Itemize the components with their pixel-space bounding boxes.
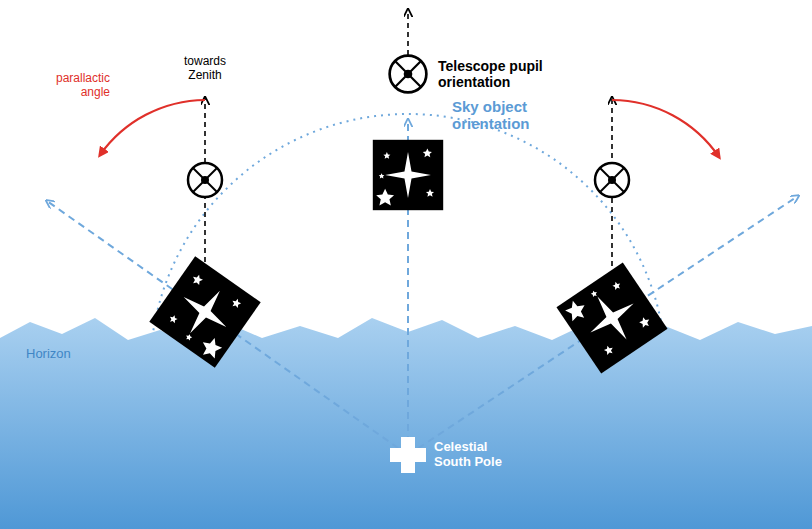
- sky-orientation-lines: [47, 120, 798, 455]
- sky-object: [149, 256, 260, 367]
- horizon-label: Horizon: [26, 347, 116, 362]
- parallactic-arc: [612, 100, 719, 157]
- pupil-label: Telescope pupil orientation: [438, 58, 568, 90]
- zenith-lines: [205, 10, 612, 266]
- telescope-pupil: [390, 56, 427, 93]
- telescope-pupil: [188, 163, 222, 197]
- angle-label: parallactic angle: [30, 72, 110, 100]
- pole-cross: [390, 437, 426, 473]
- pole-label: Celestial South Pole: [434, 440, 524, 470]
- sky-object: [373, 140, 443, 210]
- zenith-label: towards Zenith: [170, 55, 240, 83]
- telescope-pupil: [595, 163, 629, 197]
- parallactic-arc: [100, 100, 205, 155]
- sky-label: Sky object orientation: [452, 98, 557, 133]
- sky-object: [556, 262, 667, 373]
- horizon-ground: [0, 318, 812, 529]
